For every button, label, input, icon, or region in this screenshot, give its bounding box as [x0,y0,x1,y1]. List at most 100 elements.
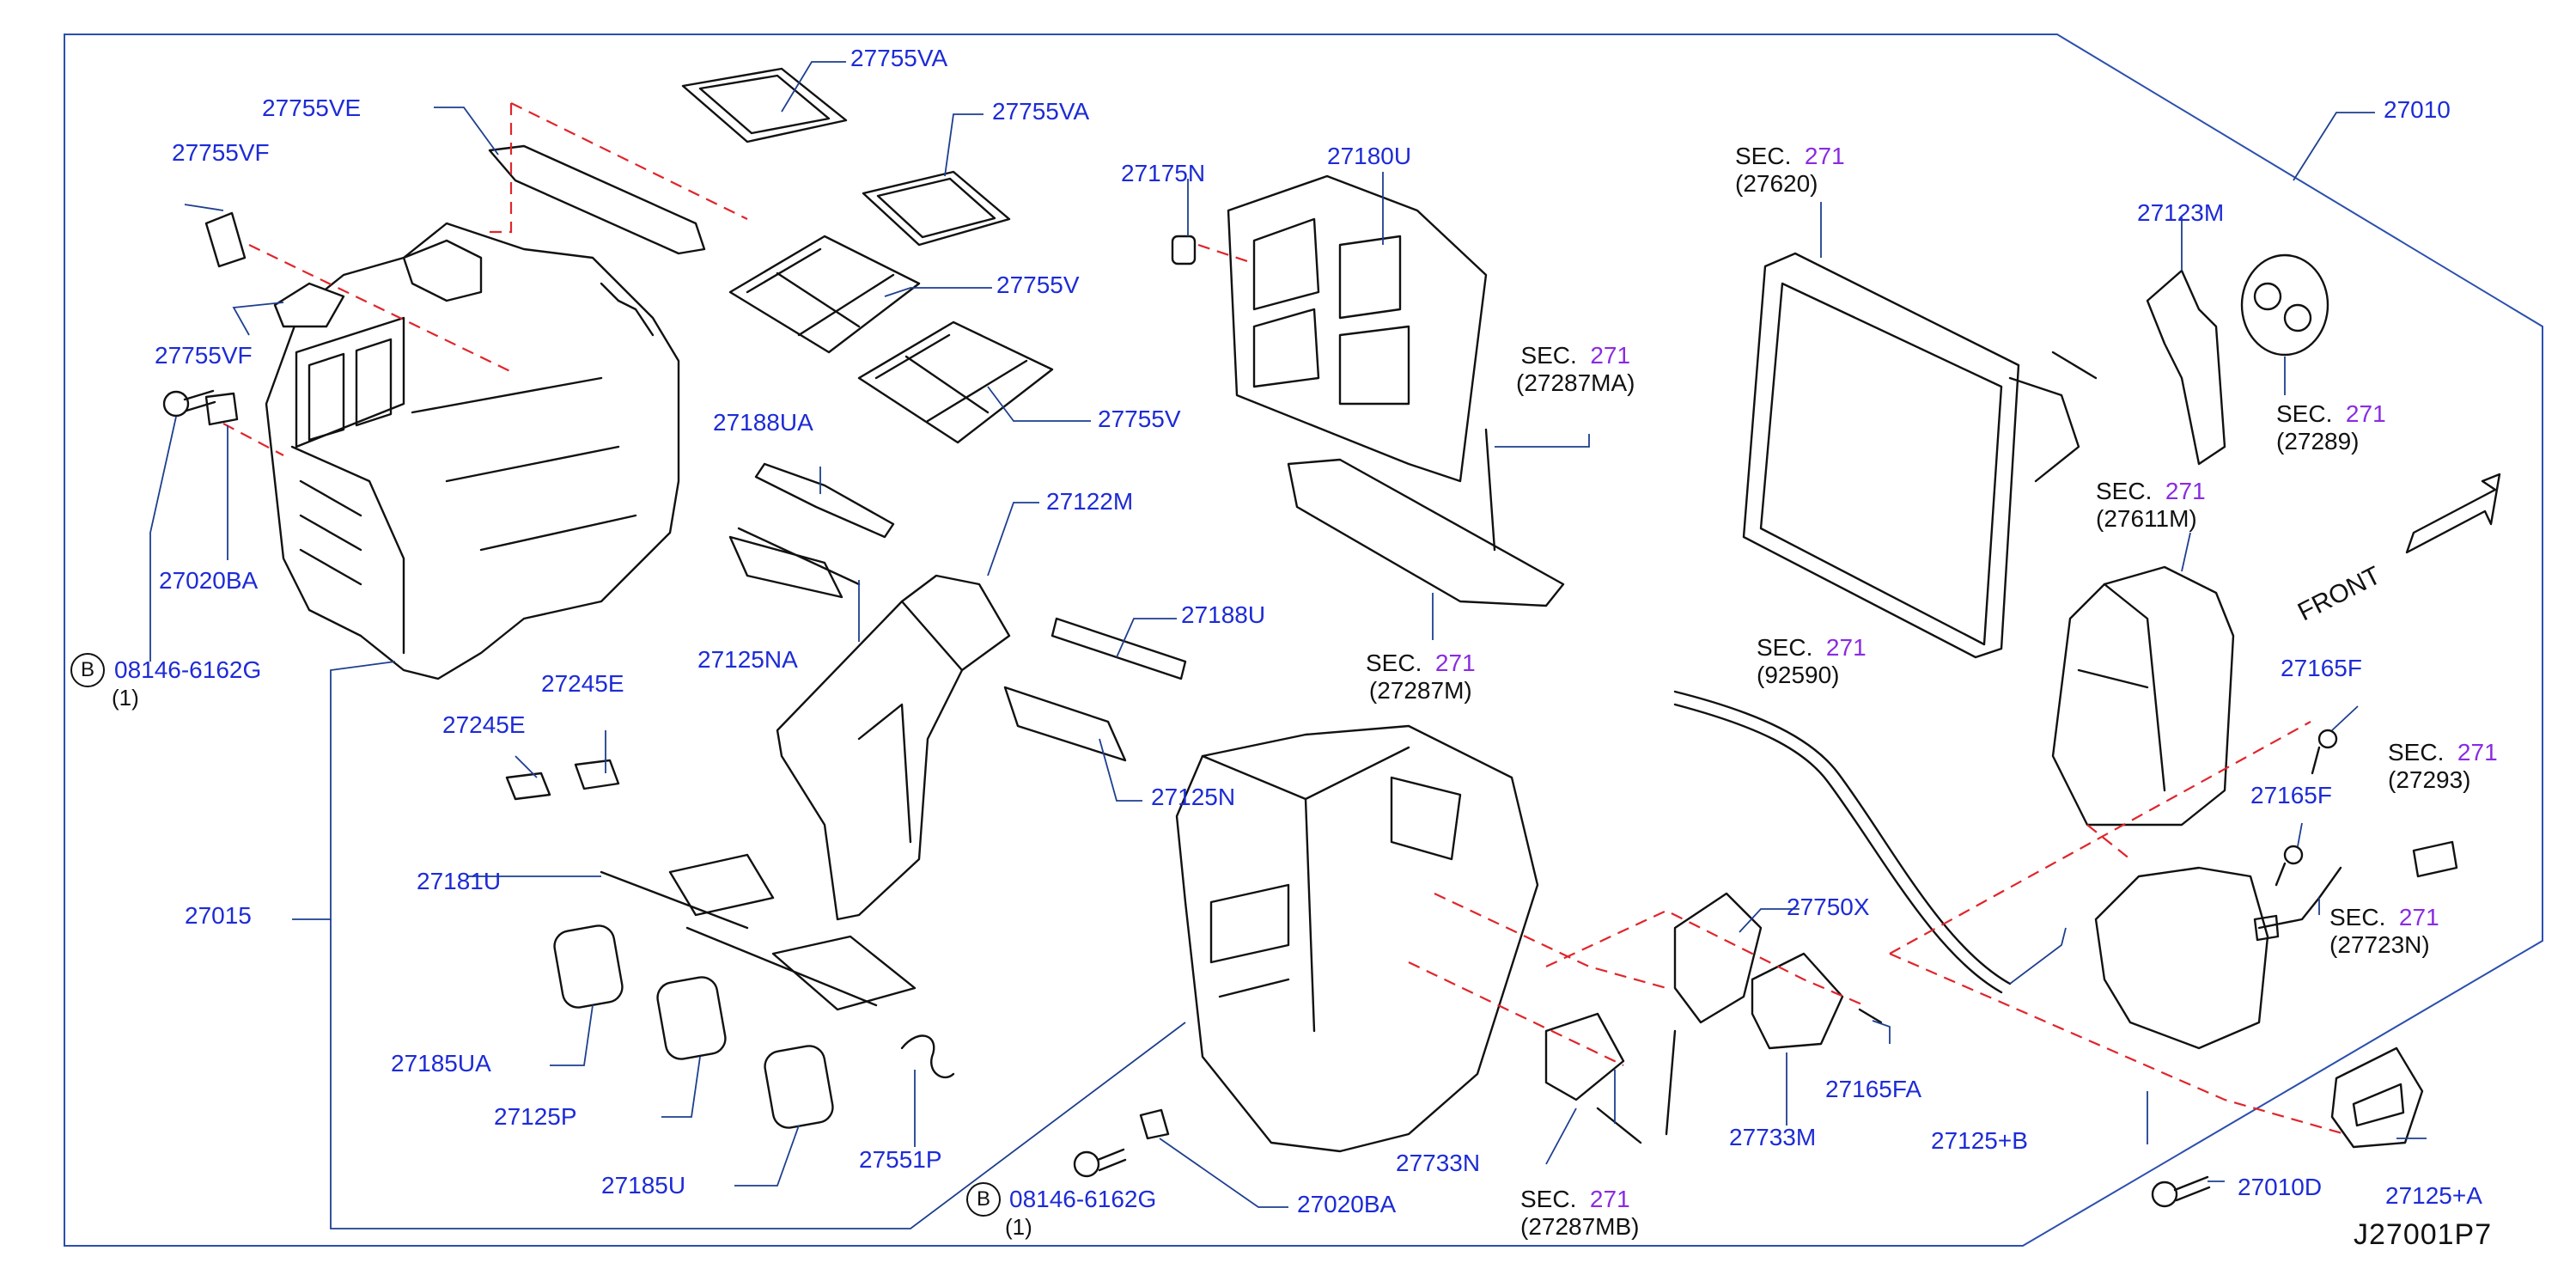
part-label-27180u: 27180U [1327,143,1412,169]
part-label-27750x: 27750X [1787,894,1870,920]
link-drawing-3 [764,1045,834,1129]
section-number: 271 [2165,478,2206,504]
bolt-drawing-2 [1073,1148,1127,1178]
part-label-27181u: 27181U [417,868,502,894]
part-label-27245e: 27245E [541,670,624,697]
part-label-27188ua: 27188UA [713,409,813,436]
part-label-08146-6162g: 08146-6162G [1009,1186,1157,1212]
section-ref-27293: SEC. 271 (27293) [2388,739,2498,794]
part-label-27733m: 27733M [1729,1124,1817,1150]
part-label-27125na: 27125NA [697,646,798,673]
bracket-drawing-2 [2146,269,2226,466]
hidden-lines [222,102,2346,1136]
part-label-27755v: 27755V [1098,406,1181,432]
lower-case-drawing [2094,866,2269,1050]
intake-case-drawing [265,222,680,680]
section-prefix: SEC. [1366,650,1422,676]
section-ref-code: (92590) [1757,662,1840,688]
screw-drawing-2 [2275,845,2304,887]
front-arrow-icon [2405,473,2501,554]
section-prefix: SEC. [1757,634,1813,661]
part-label-27188u: 27188U [1181,601,1266,628]
section-ref-code: (27289) [2276,428,2360,454]
door-drawing-4 [1003,686,1127,762]
section-prefix: SEC. [2388,739,2445,766]
section-number: 271 [2345,400,2386,427]
bolt-drawing [162,389,216,418]
spring-drawing [900,1034,955,1079]
section-ref-27620: SEC. 271 (27620) [1735,143,1845,198]
vent-frame-drawing [1227,174,1488,483]
section-ref-code: (27293) [2388,766,2471,793]
part-label-27123m: 27123M [2137,199,2225,226]
part-label-27551p: 27551P [859,1146,942,1173]
part-label-27165f: 27165F [2250,782,2332,808]
section-ref-27289: SEC. 271 (27289) [2276,400,2386,455]
part-label-27122m: 27122M [1046,488,1134,515]
plug-drawing [1171,235,1197,265]
section-prefix: SEC. [1520,342,1577,369]
quantity-label: (1) [112,685,139,711]
section-ref-code: (27723N) [2329,931,2430,958]
leader-lines [149,61,2427,1229]
diagram-id-code: J27001P7 [2354,1218,2493,1251]
clip-drawing-4 [1139,1108,1170,1140]
part-label-27010d: 27010D [2238,1174,2323,1200]
part-label-27125-b: 27125+B [1931,1127,2028,1154]
part-label-27175n: 27175N [1121,160,1206,186]
screw-drawing-1 [2311,729,2338,775]
part-label-27755vf: 27755VF [155,342,253,369]
harness-drawing [2253,866,2342,942]
actuator-drawing-2 [1751,952,1844,1050]
door-drawing-3 [1050,617,1187,680]
part-label-27165f: 27165F [2281,655,2362,681]
section-number: 271 [1825,634,1867,661]
part-label-27125-a: 27125+A [2385,1182,2482,1209]
section-prefix: SEC. [2276,400,2333,427]
duct-drawing [776,574,1011,921]
section-prefix: SEC. [1735,143,1792,169]
grommet-drawing [2240,253,2329,357]
quantity-label: (1) [1005,1214,1032,1240]
section-ref-code: (27287MA) [1516,369,1635,396]
bolt-marker-b: B [70,653,105,687]
section-ref-27287ma: SEC. 271 (27287MA) [1516,342,1635,397]
part-label-27185u: 27185U [601,1172,686,1199]
section-ref-27287mb: SEC. 271 (27287MB) [1520,1186,1640,1241]
section-prefix: SEC. [1520,1186,1577,1212]
part-label-27755va: 27755VA [992,98,1090,125]
filter-cover-drawing [488,144,706,255]
section-ref-27287m: SEC. 271 (27287M) [1366,650,1476,705]
clip-drawing-2 [505,772,551,801]
part-label-27733n: 27733N [1396,1150,1481,1176]
lower-duct-drawing [1287,458,1565,607]
section-ref-code: (27620) [1735,170,1818,197]
section-ref-code: (27611M) [2096,505,2197,532]
filter-drawing-4 [857,320,1054,444]
section-prefix: SEC. [2096,478,2153,504]
part-label-27125p: 27125P [494,1103,577,1130]
part-label-27755va: 27755VA [850,45,948,71]
section-number: 271 [2457,739,2498,766]
bolt-drawing-3 [2151,1175,2211,1208]
actuator-drawing-1 [1544,1012,1625,1101]
bolt-marker-b: B [966,1182,1001,1217]
section-number: 271 [1804,143,1845,169]
section-ref-code: (27287MB) [1520,1213,1640,1240]
part-label-27015: 27015 [185,902,252,929]
link-drawing-1 [553,924,624,1009]
part-label-27245e: 27245E [442,711,526,738]
part-label-27020ba: 27020BA [1297,1191,1397,1217]
evaporator-drawing [1742,252,2020,659]
door-drawing-6 [771,935,917,1011]
part-label-27010: 27010 [2384,96,2451,123]
section-number: 271 [2398,904,2439,930]
part-label-27755vf: 27755VF [172,139,270,166]
part-label-27185ua: 27185UA [391,1050,491,1077]
section-number: 271 [1589,1186,1630,1212]
door-drawing-2 [728,535,843,599]
door-drawing-5 [668,853,775,917]
section-number: 271 [1590,342,1631,369]
